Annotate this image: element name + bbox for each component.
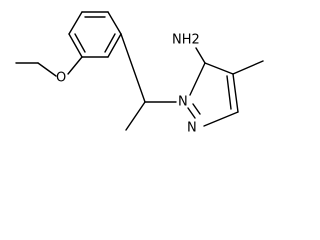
bond	[67, 56, 83, 75]
bond	[189, 62, 206, 96]
bond	[37, 62, 57, 77]
double-bond-line	[192, 103, 201, 115]
benzene-ring	[68, 11, 122, 58]
bond	[107, 33, 122, 58]
bond	[68, 33, 83, 58]
bond	[125, 101, 146, 131]
nitrogen-ring-label: N	[178, 95, 188, 110]
double-bond-line	[226, 75, 232, 110]
ethoxy-group: O	[15, 56, 83, 86]
oxygen-label: O	[56, 71, 66, 86]
bond	[107, 11, 122, 35]
amine-label: NH2	[172, 33, 200, 48]
amine-group: NH2	[172, 33, 206, 64]
molecule-diagram: O N N NH2	[15, 11, 264, 136]
methyl-group	[232, 60, 264, 75]
structure-canvas: O N N NH2	[15, 11, 264, 136]
pyrazole-ring: N N	[178, 62, 239, 136]
ethyl-linker	[120, 33, 177, 131]
bond	[120, 33, 146, 103]
bond	[232, 60, 264, 75]
bond	[232, 73, 239, 113]
bond	[68, 11, 83, 35]
double-bond-line	[74, 33, 86, 53]
nitrogen-double-label: N	[187, 121, 197, 136]
bond	[203, 111, 239, 127]
bond	[204, 62, 234, 75]
double-bond-line	[104, 33, 116, 53]
bond	[195, 47, 206, 64]
bond	[187, 107, 196, 119]
